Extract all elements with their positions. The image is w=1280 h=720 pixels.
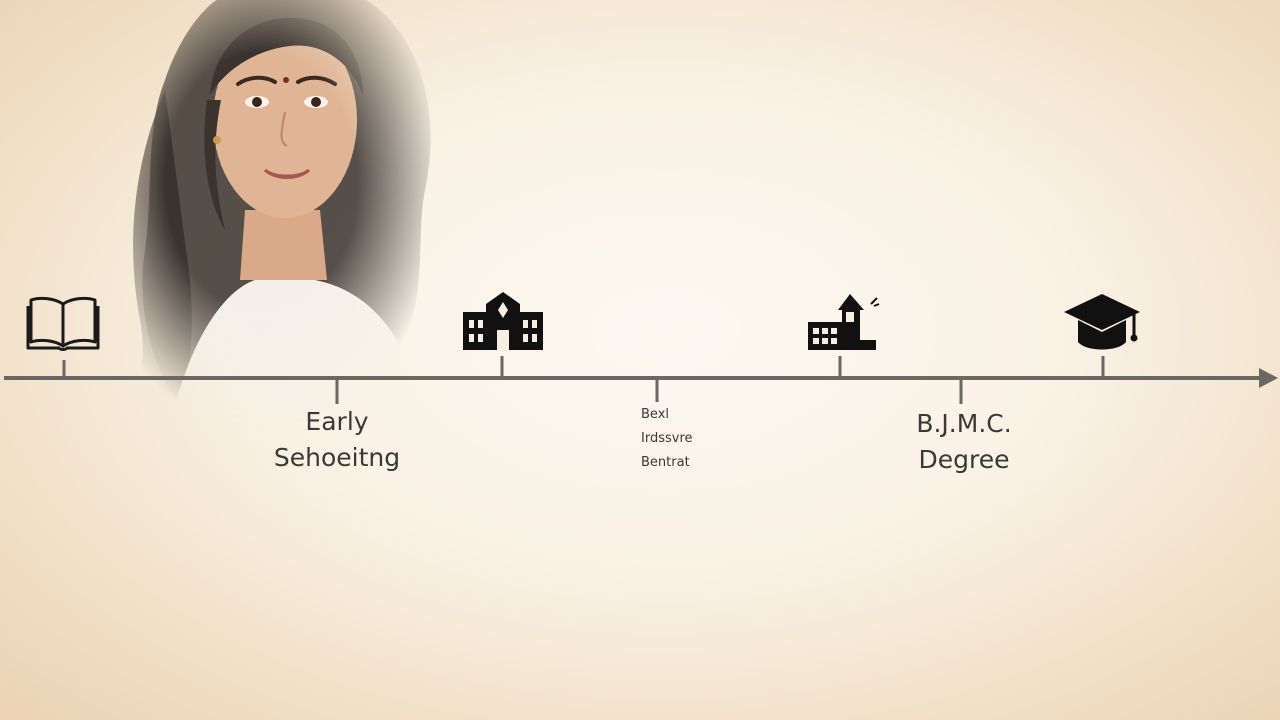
timeline-label-middle: Bexl Irdssvre Bentrat — [618, 403, 708, 475]
label-line: Early — [305, 407, 369, 436]
timeline-label-early-schooling: Early Sehoeitng — [257, 404, 417, 476]
portrait-photo — [95, 0, 465, 460]
label-line: B.J.M.C. — [916, 409, 1012, 438]
graduation-cap-icon — [1062, 292, 1142, 354]
timeline-label-bjmc-degree: B.J.M.C. Degree — [884, 406, 1044, 478]
timeline-arrowhead — [1259, 368, 1278, 388]
label-line: Degree — [918, 445, 1010, 474]
label-line: Bentrat — [641, 455, 690, 470]
college-building-icon — [806, 292, 882, 352]
label-line: Bexl — [641, 407, 669, 422]
open-book-icon — [26, 294, 100, 352]
label-line: Irdssvre — [641, 431, 693, 446]
school-building-icon — [460, 290, 546, 352]
label-line: Sehoeitng — [273, 443, 401, 472]
